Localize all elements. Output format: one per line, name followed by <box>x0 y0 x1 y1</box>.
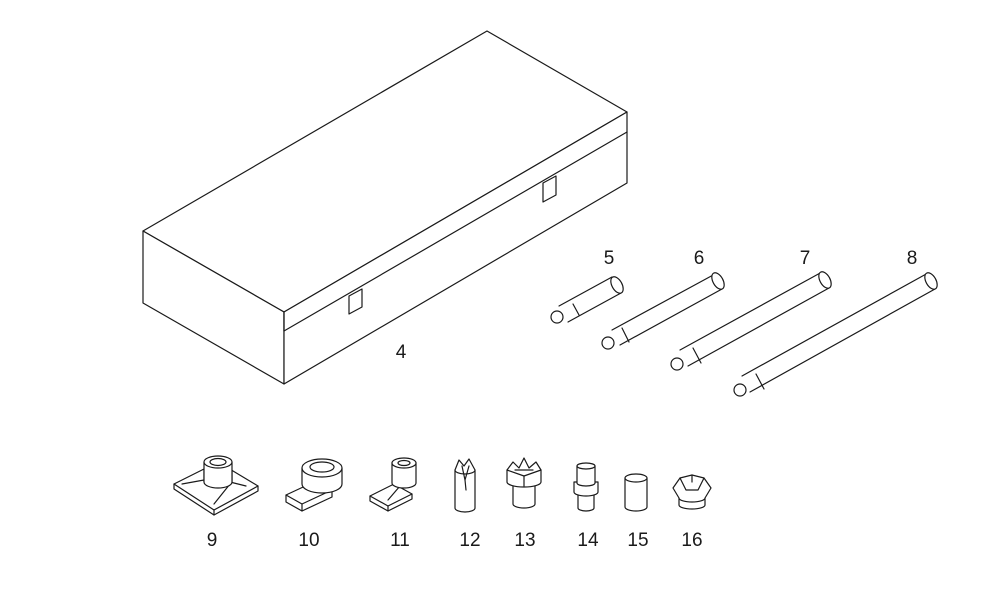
label-dome-cap: 16 <box>681 530 702 551</box>
label-rod-8: 8 <box>907 248 918 269</box>
label-cross-tip: 13 <box>514 530 535 551</box>
part-labels: 4 5 6 7 8 9 10 11 12 13 14 15 16 <box>207 248 918 551</box>
label-small-bracket: 11 <box>390 530 410 551</box>
label-plain-cap: 15 <box>627 530 648 551</box>
label-pin-adapter: 14 <box>577 530 599 551</box>
label-rod-5: 5 <box>604 248 615 269</box>
label-base-plate: 9 <box>207 530 218 551</box>
base-plate <box>173 455 259 516</box>
label-rod-6: 6 <box>694 248 705 269</box>
rod-6 <box>601 272 725 350</box>
rod-5 <box>550 276 624 324</box>
label-case: 4 <box>396 342 407 363</box>
storage-case <box>142 30 628 385</box>
label-rod-7: 7 <box>800 248 811 269</box>
small-bracket <box>369 457 417 512</box>
label-slotted-tip: 12 <box>459 530 480 551</box>
rod-8 <box>733 272 938 397</box>
rod-7 <box>670 271 832 371</box>
pin-adapter <box>573 462 599 512</box>
plain-cap <box>624 473 648 512</box>
cross-tip <box>506 457 542 509</box>
offset-adapter <box>285 458 343 512</box>
label-offset-adapter: 10 <box>298 530 319 551</box>
dome-cap <box>672 474 712 510</box>
slotted-tip <box>454 458 476 513</box>
